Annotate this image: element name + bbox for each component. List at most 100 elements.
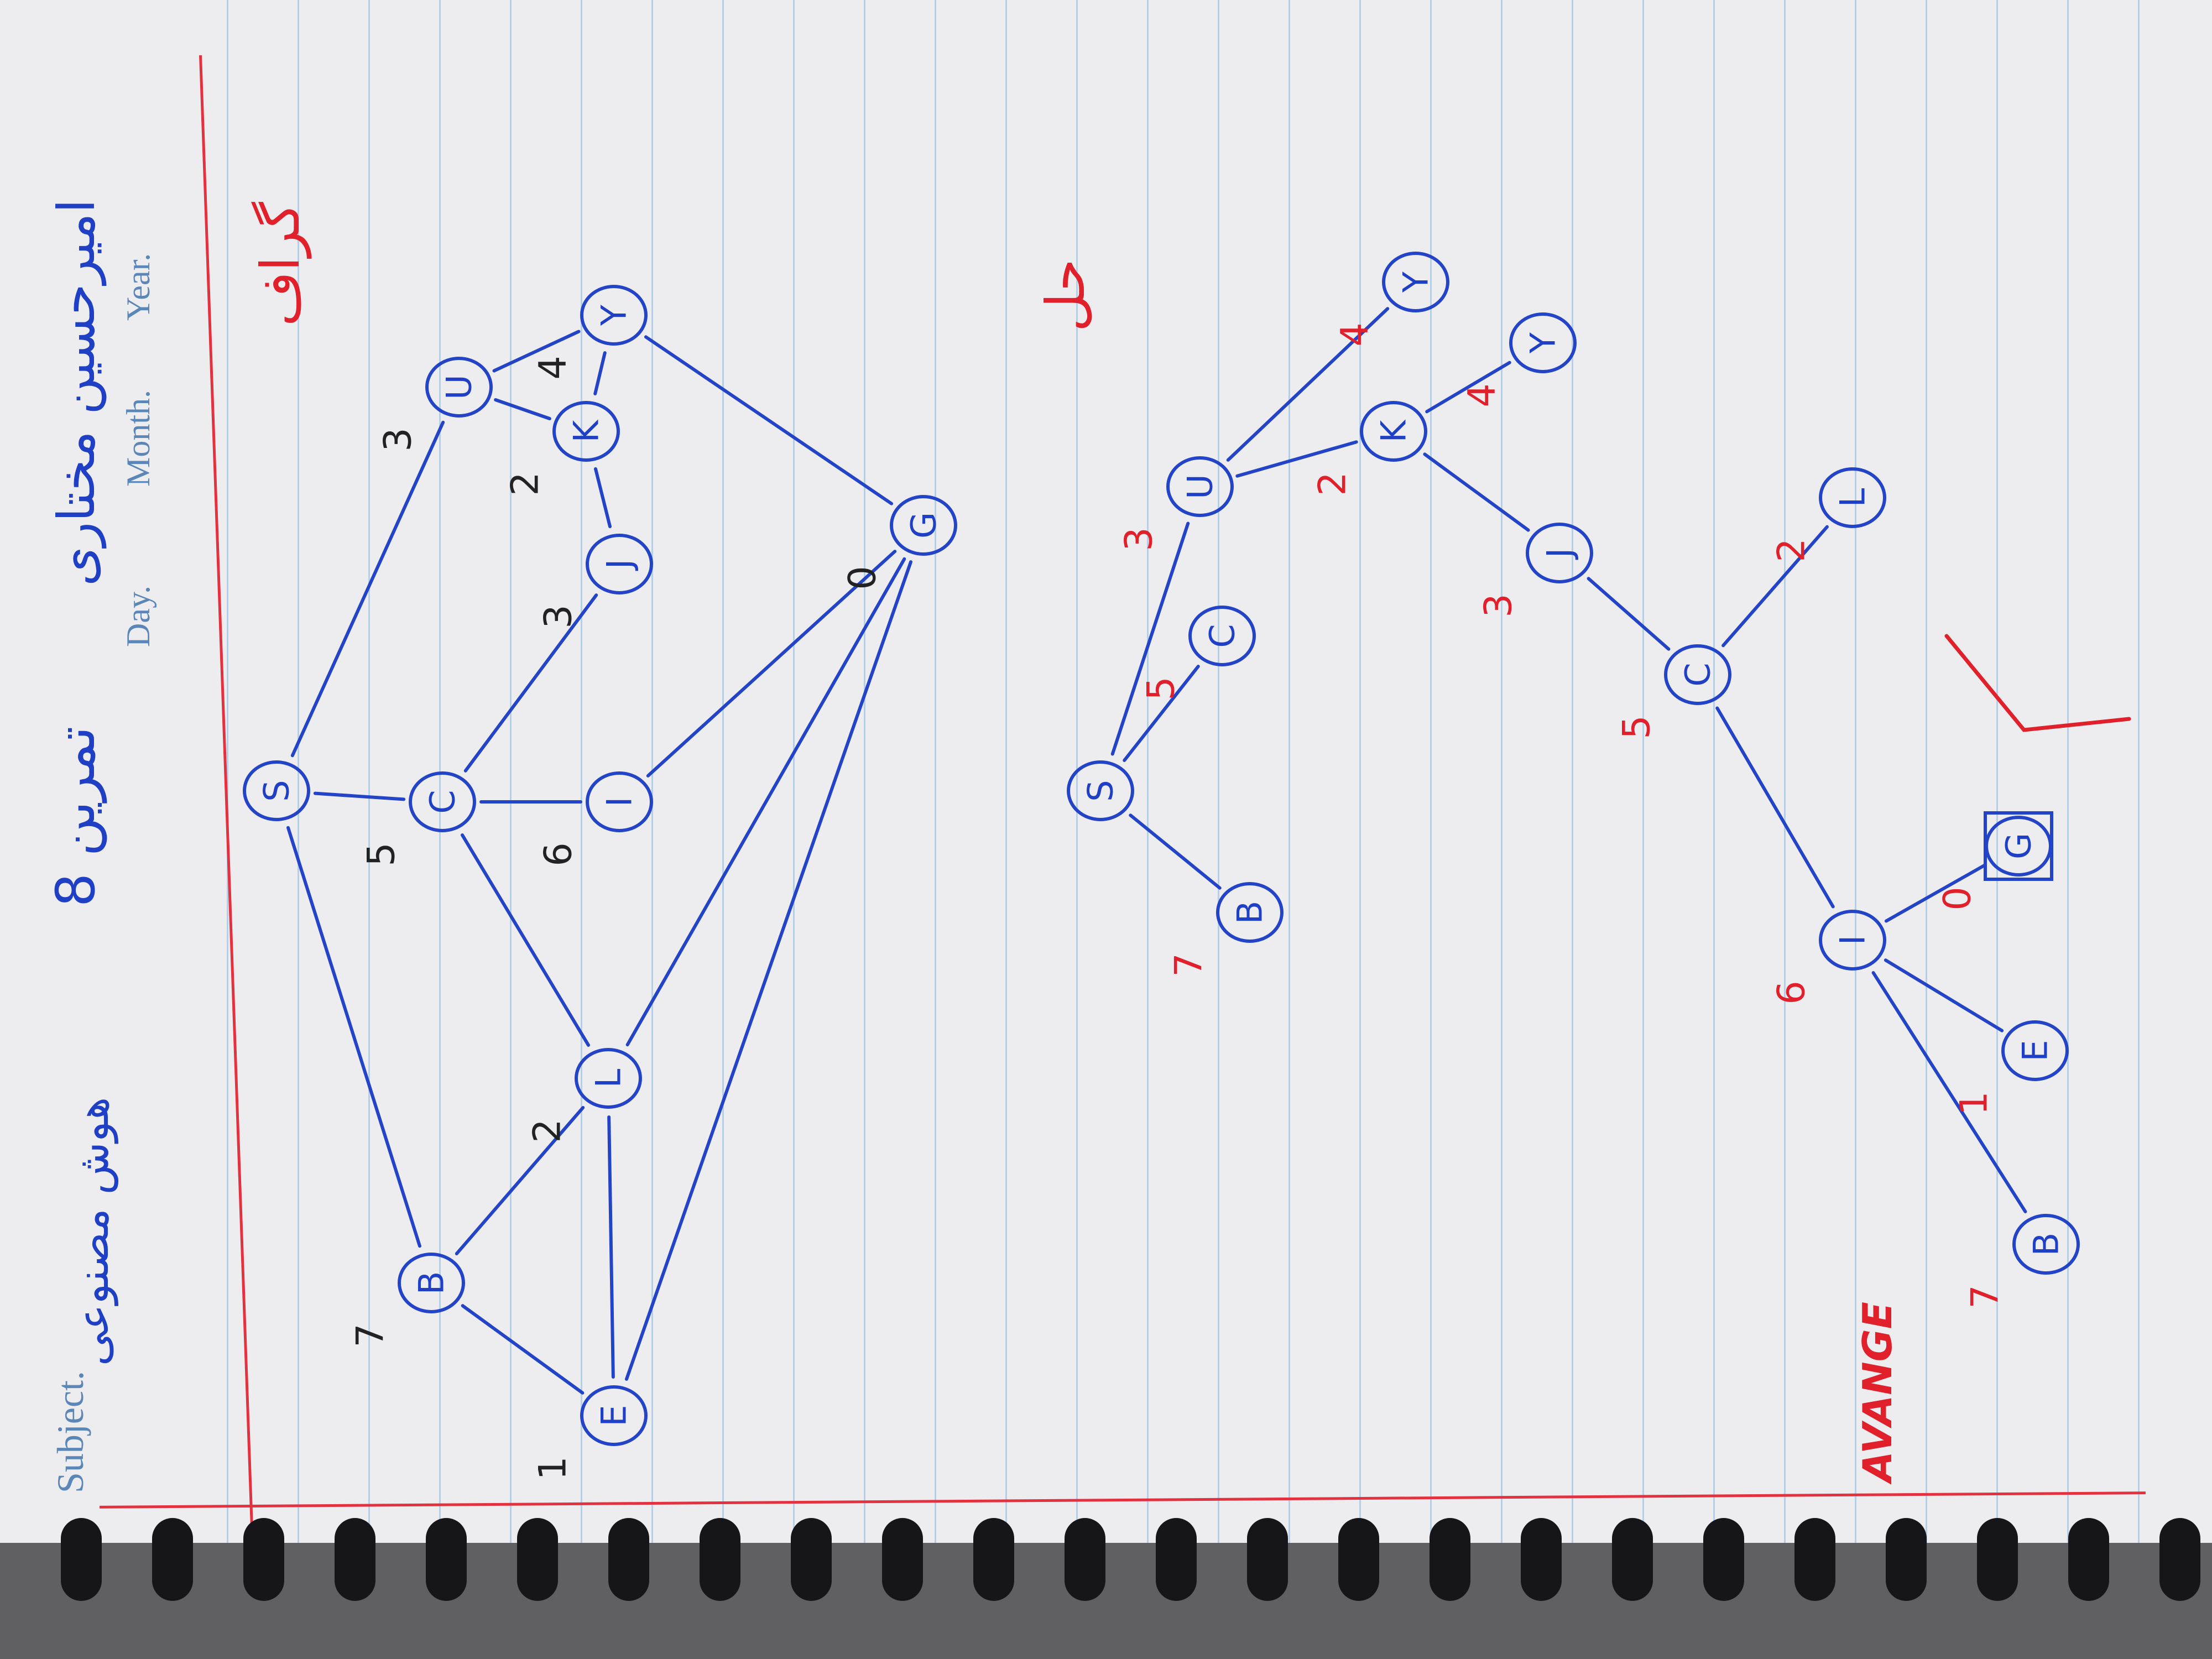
tree-edge-k-y [1425, 361, 1511, 414]
graph-node-label: G [904, 512, 944, 539]
spiral-binding-ring [973, 1518, 1014, 1601]
ruled-line [1784, 0, 1786, 1543]
spiral-binding-ring [152, 1518, 193, 1601]
spiral-binding-ring [1521, 1518, 1562, 1601]
tree-node-c: C5 [1140, 606, 1256, 701]
graph-node-weight: 1 [531, 1456, 575, 1480]
graph-edge-e-g [624, 560, 913, 1381]
graph-edge-j-k [593, 467, 612, 529]
ruled-line [1926, 0, 1927, 1543]
spiral-binding-ring [426, 1518, 467, 1601]
student-name: امیرحسین مختاری [47, 199, 107, 586]
tree-node-weight: 3 [1118, 527, 1161, 551]
tree-node-circle [1188, 606, 1256, 666]
tree-edge-i-e [1884, 958, 2004, 1032]
graph-node-circle [409, 771, 476, 832]
ruled-line [1501, 0, 1503, 1543]
graph-node-weight: 2 [504, 472, 547, 495]
graph-node-weight: 6 [537, 842, 581, 866]
graph-node-weight: 5 [360, 842, 404, 866]
graph-edge-k-u [494, 398, 551, 421]
graph-edge-k-y [593, 351, 607, 395]
graph-edge-i-g [646, 550, 897, 778]
tree-node-b: B7 [1167, 882, 1284, 977]
spiral-binding-ring [2068, 1518, 2109, 1601]
tree-node-circle [1360, 401, 1427, 462]
tree-node-circle [1067, 760, 1134, 821]
month-printed-label: Month. [120, 390, 156, 487]
spiral-binding-ring [335, 1518, 375, 1601]
spiral-binding-ring [1156, 1518, 1197, 1601]
graph-node-label: C [422, 790, 463, 813]
tree-node-label: Y [1523, 332, 1563, 354]
solution-heading: حل [1035, 259, 1097, 332]
tree-node-label: U [1180, 474, 1220, 499]
graph-node-s: S [243, 760, 310, 821]
graph-edge-s-c [313, 791, 406, 801]
graph-node-label: Y [594, 305, 634, 326]
graph-node-c: C5 [360, 771, 476, 867]
graph-node-label: I [599, 797, 640, 807]
goal-checkmark [1944, 634, 2131, 732]
spiral-binding-ring [2159, 1518, 2200, 1601]
exercise-title: تمرین 8 [45, 726, 107, 907]
ruled-line [1572, 0, 1573, 1543]
graph-node-e: E1 [531, 1385, 648, 1480]
graph-edge-y-g [644, 335, 894, 505]
graph-node-label: K [566, 419, 607, 442]
tree-node-label: B [1230, 901, 1270, 925]
ruled-line [581, 0, 582, 1543]
tree-node-c: C5 [1615, 644, 1731, 739]
ruled-line [1713, 0, 1715, 1543]
graph-node-label: L [588, 1068, 629, 1088]
tree-node-label: J [1540, 548, 1580, 560]
tree-node-y: Y4 [1333, 252, 1449, 347]
tree-node-circle [1216, 882, 1284, 943]
tree-node-circle [1382, 252, 1449, 312]
graph-node-label: S [257, 780, 297, 801]
ruled-line [864, 0, 865, 1543]
graph-heading: گراف [249, 202, 312, 326]
graph-node-circle [552, 401, 620, 462]
ruled-line [1430, 0, 1432, 1543]
tree-node-label: C [1678, 662, 1718, 686]
graph-edge-l-c [461, 833, 590, 1047]
graph-node-u: U3 [377, 357, 493, 452]
ruled-line [1147, 0, 1149, 1543]
ruled-line [510, 0, 512, 1543]
ruled-line [935, 0, 936, 1543]
tree-node-j: J3 [1477, 523, 1593, 618]
spiral-binding-ring [243, 1518, 284, 1601]
tree-node-circle [1664, 644, 1731, 705]
graph-node-y: Y4 [531, 285, 648, 380]
tree-node-circle [2001, 1020, 2069, 1081]
tree-edge-s-b [1129, 813, 1222, 890]
tree-node-label: C [1202, 624, 1243, 648]
tree-node-weight: 7 [1964, 1285, 2007, 1308]
spiral-binding-ring [1703, 1518, 1744, 1601]
tree-edge-k-j [1423, 452, 1530, 532]
graph-edge-b-e [461, 1304, 585, 1395]
graph-node-i: I6 [537, 771, 653, 867]
graph-node-weight: 7 [349, 1323, 393, 1347]
tree-edge-u-y [1226, 307, 1390, 462]
tree-edge-s-c [1123, 665, 1200, 762]
graph-node-l: L2 [526, 1048, 642, 1143]
graph-edge-s-u [290, 420, 445, 758]
tree-node-circle [2012, 1214, 2080, 1275]
tree-node-circle [1819, 467, 1886, 528]
year-printed-label: Year. [120, 253, 156, 321]
tree-node-weight: 3 [1477, 593, 1521, 617]
ruled-line [722, 0, 724, 1543]
spiral-binding-ring [61, 1518, 102, 1601]
tree-node-label: E [2015, 1040, 2056, 1061]
tree-node-i: I6 [1770, 910, 1886, 1005]
ruled-line [439, 0, 441, 1543]
spiral-binding-ring [1977, 1518, 2018, 1601]
tree-node-label: I [1833, 935, 1873, 945]
graph-edge-s-b [286, 826, 421, 1248]
tree-node-s: S [1067, 760, 1134, 821]
spiral-binding-ring [1430, 1518, 1470, 1601]
